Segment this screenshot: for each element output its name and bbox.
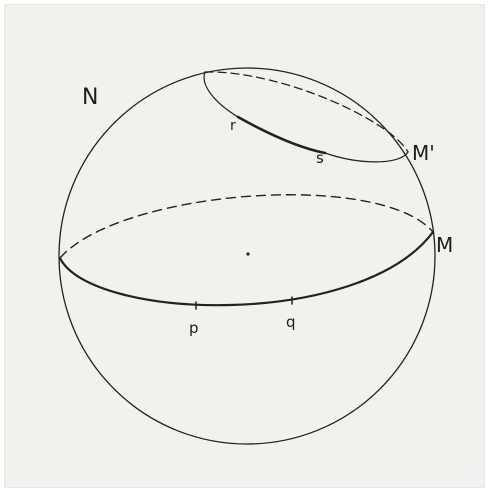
sphere-outline bbox=[58, 67, 436, 445]
small-circle-front-thin-right bbox=[324, 151, 409, 163]
label-s: s bbox=[316, 149, 324, 167]
label-north: N bbox=[82, 85, 98, 110]
center-point bbox=[246, 252, 250, 256]
label-m: M bbox=[436, 233, 453, 257]
small-circle-arc-rs bbox=[236, 115, 327, 155]
label-q: q bbox=[286, 313, 296, 331]
label-m-prime: M' bbox=[412, 141, 435, 165]
paper-background bbox=[4, 4, 485, 488]
small-circle-back-dashed bbox=[204, 71, 409, 153]
great-circle-front-solid bbox=[58, 230, 435, 307]
small-circle-front-thin bbox=[203, 71, 239, 118]
label-p: p bbox=[189, 319, 199, 337]
label-r: r bbox=[230, 118, 236, 134]
great-circle-back-dashed bbox=[59, 194, 434, 259]
